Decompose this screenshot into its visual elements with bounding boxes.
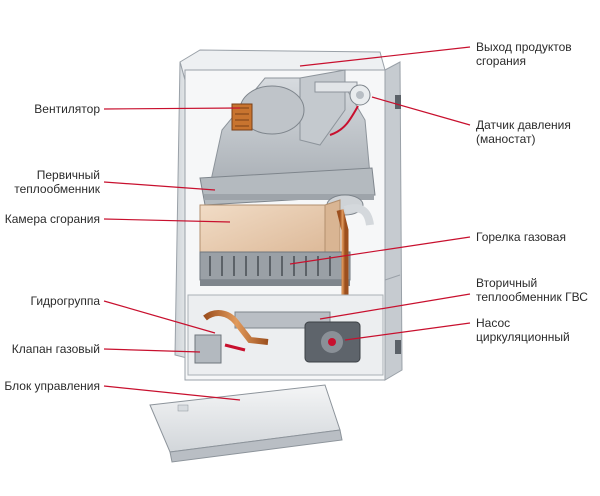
leader-secondary-hx: [319, 293, 471, 320]
fan: [231, 85, 305, 135]
leader-flue: [299, 46, 471, 67]
label-fan: Вентилятор: [34, 102, 100, 116]
pressure-switch: [329, 84, 371, 136]
label-secondary-heat-exchanger: Вторичный теплообменник ГВС: [476, 276, 588, 304]
label-gas-burner: Горелка газовая: [476, 230, 566, 244]
label-hydro-group: Гидрогруппа: [30, 294, 100, 308]
combustion-chamber: [199, 199, 341, 258]
leader-lines: [103, 46, 471, 401]
label-pressure-sensor: Датчик давления (маностат): [476, 118, 571, 146]
leader-hydro: [103, 300, 216, 334]
copper-pipe: [336, 204, 374, 300]
leader-pressure: [371, 96, 471, 126]
primary-heat-exchanger: [199, 167, 376, 216]
leader-burner: [289, 236, 471, 265]
label-flue-outlet: Выход продуктов сгорания: [476, 40, 572, 68]
leader-gas-valve: [103, 348, 201, 353]
label-circulation-pump: Насос циркуляционный: [476, 316, 570, 344]
burner: [199, 251, 351, 286]
leader-pump: [344, 322, 471, 341]
control-unit: [149, 384, 343, 463]
label-control-unit: Блок управления: [4, 379, 100, 393]
hydraulic-section: [187, 294, 384, 376]
leader-fan: [103, 107, 241, 110]
label-primary-heat-exchanger: Первичный теплообменник: [14, 168, 100, 196]
leader-control: [103, 385, 241, 401]
leader-primary-hx: [103, 181, 216, 191]
label-gas-valve: Клапан газовый: [11, 342, 100, 356]
leader-chamber: [103, 218, 231, 223]
label-combustion-chamber: Камера сгорания: [4, 212, 100, 226]
